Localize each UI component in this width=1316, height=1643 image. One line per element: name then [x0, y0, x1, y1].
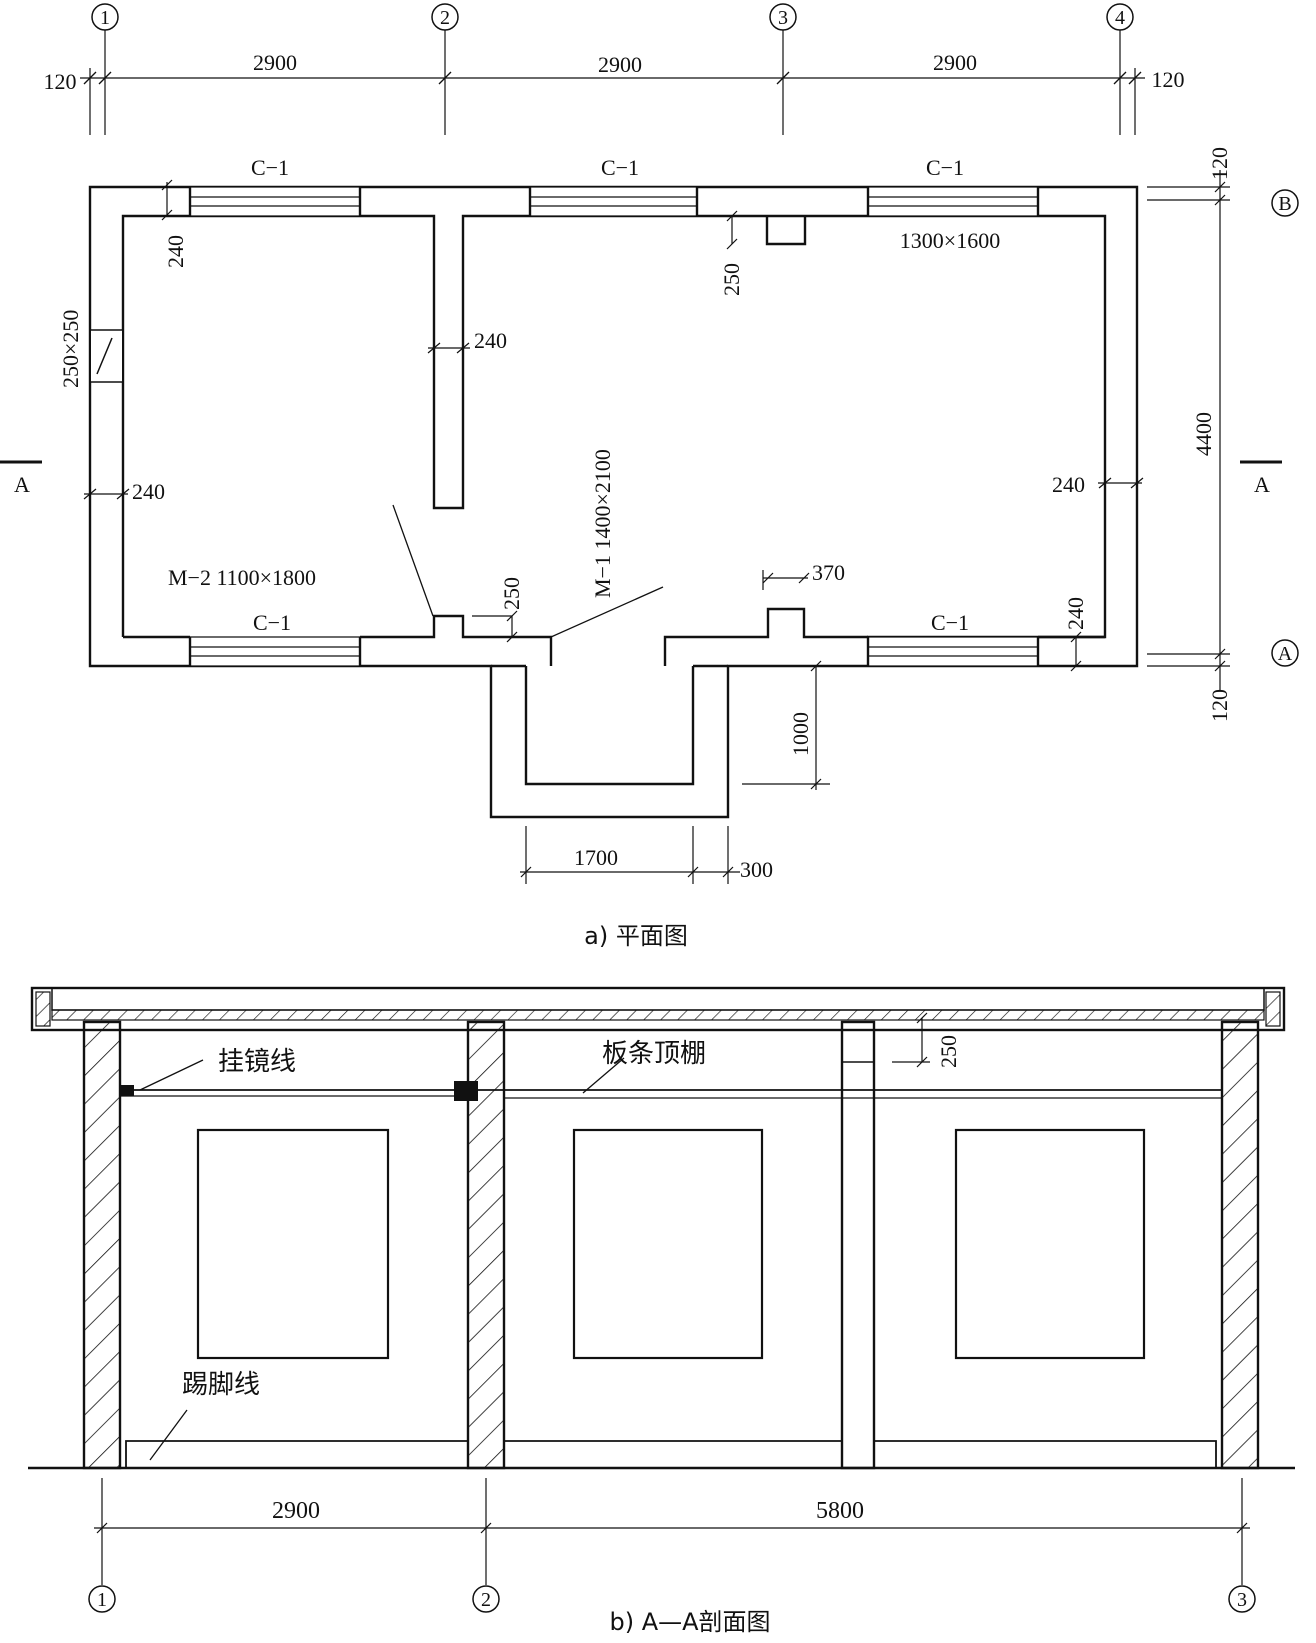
wall-panel-2: [572, 1128, 764, 1360]
window-label: C−1: [251, 155, 289, 180]
axis-label: 1: [100, 7, 110, 29]
window-top-3: [866, 186, 1040, 217]
door-m1-label: M−1 1400×2100: [590, 449, 615, 598]
vent-opening: [90, 329, 124, 383]
section-column: [840, 1020, 876, 1470]
door-m2-label: M−2 1100×1800: [168, 565, 316, 590]
axis-label: B: [1278, 193, 1291, 215]
dim-section-left: 2900: [272, 1498, 320, 1524]
dim-porch-width: 1700: [574, 845, 618, 870]
window-top-1: [188, 186, 362, 217]
wall-dim-ticks: [83, 179, 1144, 672]
axis-label: 3: [1237, 1589, 1247, 1611]
dim-right-bottom-edge: 120: [1207, 689, 1232, 722]
section-mark-label: A: [1254, 472, 1270, 497]
porch-dimensions: [520, 660, 830, 884]
dim-bay-2: 2900: [598, 52, 642, 77]
window-label: C−1: [253, 610, 291, 635]
axis-label: 2: [481, 1589, 491, 1611]
section-mark-right: A: [1240, 460, 1282, 497]
wall-panel-1: [196, 1128, 390, 1360]
dim-edge-left: 120: [44, 69, 77, 94]
top-column: [765, 216, 807, 246]
section-bottom-dims: [94, 1478, 1250, 1585]
plan-axis-B: B: [1271, 189, 1299, 217]
axis-label: 4: [1115, 7, 1125, 29]
dim-beam: 250: [936, 1035, 961, 1068]
window-label: C−1: [601, 155, 639, 180]
floor-plan: 1 2 3 4 120 290: [0, 3, 1299, 950]
axis-label: A: [1278, 643, 1293, 665]
plan-axis-1: 1: [91, 3, 119, 135]
axis-label: 3: [778, 7, 788, 29]
dim-edge-right: 120: [1152, 67, 1185, 92]
right-dimension-chain: [1147, 170, 1230, 690]
window-label: C−1: [931, 610, 969, 635]
dim-porch-wall: 300: [740, 857, 773, 882]
section-wall-left: [82, 1020, 122, 1470]
window-top-2: [528, 186, 699, 217]
section-mark-label: A: [14, 472, 30, 497]
dim-left-top: 240: [163, 235, 188, 268]
label-skirting: 踢脚线: [182, 1370, 260, 1400]
plan-axis-2: 2: [431, 3, 459, 135]
dim-col-top: 250: [719, 263, 744, 296]
plan-axis-4: 4: [1106, 3, 1134, 135]
top-dimension-chain: [80, 71, 1145, 85]
dim-col-bottom: 250: [499, 577, 524, 610]
section-view: 挂镜线 板条顶棚 踢脚线 250 2900 5800 1: [28, 986, 1295, 1636]
label-picture-rail: 挂镜线: [218, 1047, 296, 1077]
dim-right-mid: 240: [1052, 472, 1085, 497]
beam-dimension: [892, 1012, 930, 1068]
section-wall-right: [1220, 1020, 1260, 1470]
plan-caption: a) 平面图: [584, 922, 688, 950]
dim-right-top: 120: [1207, 147, 1232, 180]
axis-label: 2: [440, 7, 450, 29]
door-m2-swing: [392, 504, 434, 617]
dim-inner-wall: 240: [474, 328, 507, 353]
plan-axis-3: 3: [769, 3, 797, 135]
label-ceiling: 板条顶棚: [602, 1039, 706, 1069]
dim-left-mid: 240: [132, 479, 165, 504]
section-axis-2: 2: [472, 1585, 500, 1613]
section-axis-3: 3: [1228, 1585, 1256, 1613]
wall-panel-3: [954, 1128, 1146, 1360]
porch-inner: [524, 666, 695, 786]
dim-porch-depth: 1000: [788, 712, 813, 756]
dim-pilaster: 370: [812, 560, 845, 585]
window-bottom-2: [866, 636, 1040, 667]
window-label: C−1: [926, 155, 964, 180]
roof-slab: [30, 986, 1286, 1032]
dim-bay-3: 2900: [933, 50, 977, 75]
plan-axis-A: A: [1271, 639, 1299, 667]
vent-size-label: 250×250: [58, 310, 83, 388]
door-m1-swing: [550, 586, 664, 638]
window-bottom-1: [188, 636, 362, 667]
section-axis-1: 1: [88, 1585, 116, 1613]
bottom-wall-right: [663, 607, 868, 666]
dim-section-right: 5800: [816, 1498, 864, 1524]
section-mark-left: A: [0, 460, 42, 497]
window-size-label: 1300×1600: [900, 228, 1000, 253]
section-caption: b) A—A剖面图: [609, 1608, 770, 1636]
skirting: [125, 1440, 468, 1468]
axis-label: 1: [97, 1589, 107, 1611]
dim-right-bottom: 240: [1063, 597, 1088, 630]
dim-depth: 4400: [1191, 412, 1216, 456]
dim-bay-1: 2900: [253, 50, 297, 75]
